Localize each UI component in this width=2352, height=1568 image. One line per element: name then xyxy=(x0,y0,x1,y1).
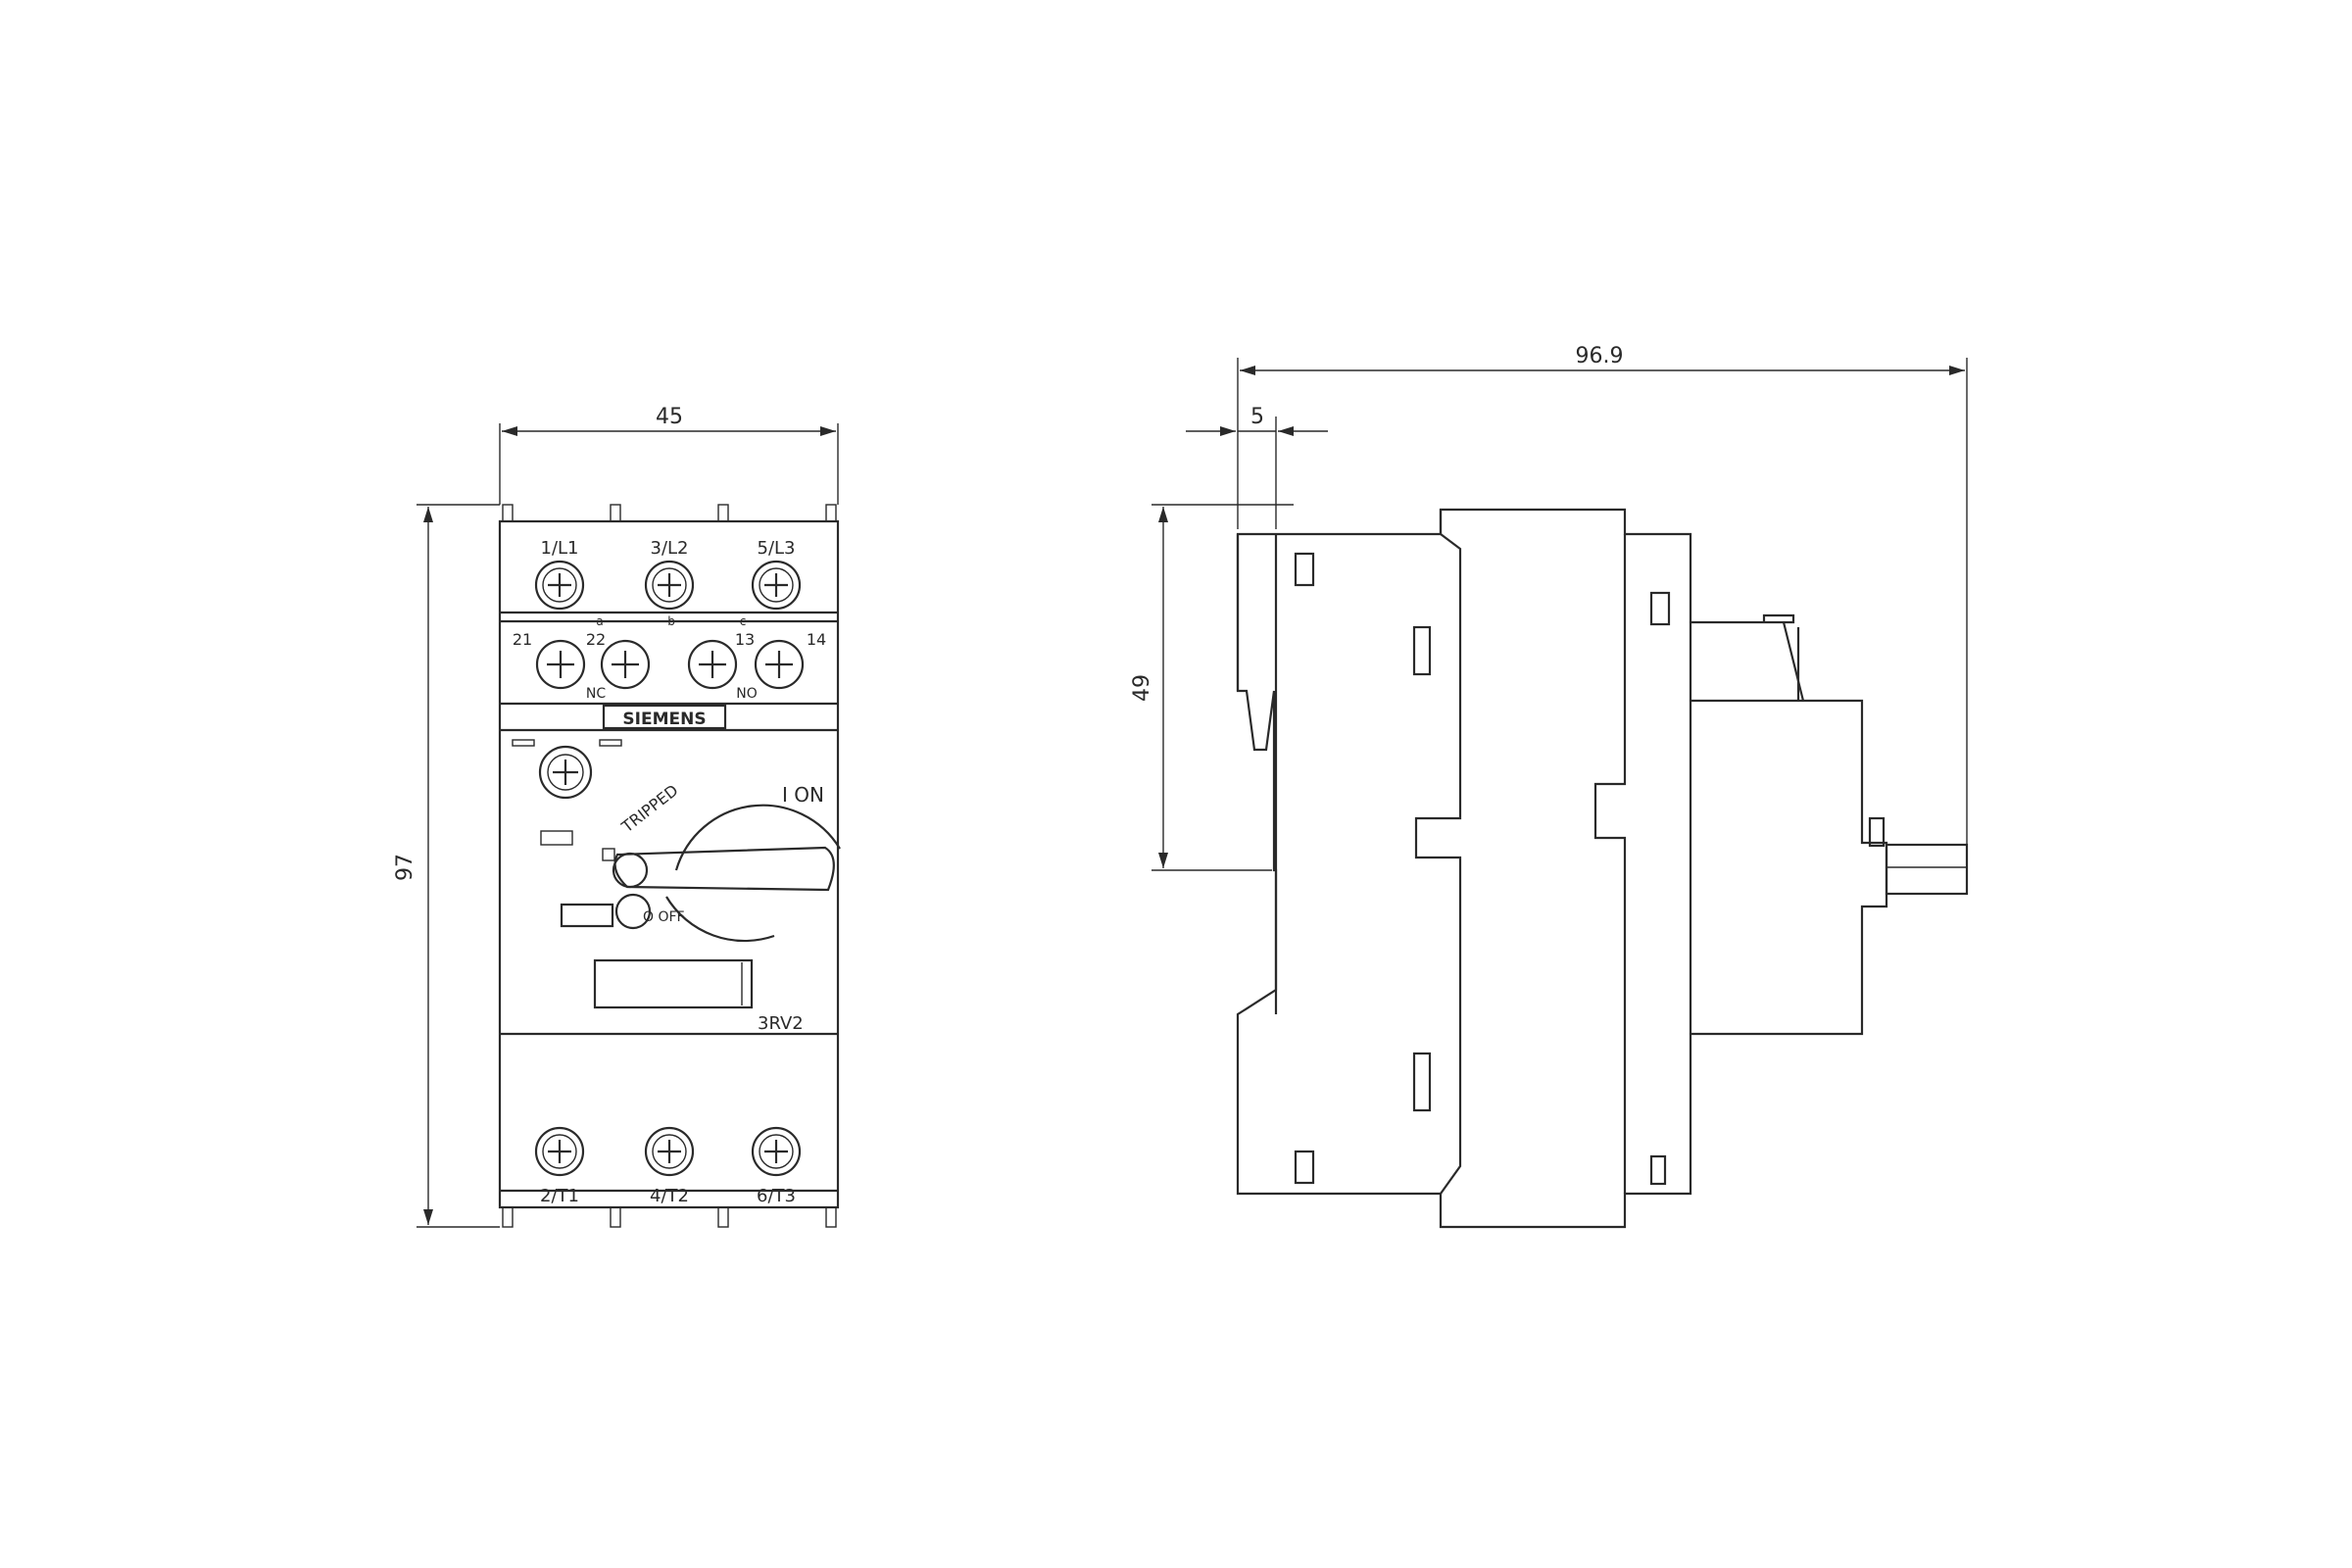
rear-knob xyxy=(1885,843,1969,896)
slot-3 xyxy=(1649,591,1671,626)
label-window xyxy=(593,958,754,1009)
dimension-label-offset: 5 xyxy=(1250,405,1264,429)
mid-block-outline xyxy=(1593,534,1627,1194)
aux-label-13: 13 xyxy=(735,630,755,649)
brand-label: SIEMENS xyxy=(622,710,706,729)
bottom-mounting-tabs xyxy=(502,1206,837,1228)
aux-group-nc: NC xyxy=(586,686,606,702)
tripped-label: TRIPPED xyxy=(617,781,682,837)
terminal-label-2-T1: 2/T1 xyxy=(540,1186,579,1206)
test-screw xyxy=(538,745,593,800)
side-view: 96.9 5 49 xyxy=(1130,344,1969,1229)
terminal-label-6-T3: 6/T3 xyxy=(757,1186,796,1206)
brand-plate: SIEMENS xyxy=(602,704,727,730)
bottom-terminal-screw-1 xyxy=(534,1126,585,1177)
pole-mark-b: b xyxy=(667,614,675,628)
top-terminal-screw-2 xyxy=(644,560,695,611)
dimension-offset-5: 5 xyxy=(1186,405,1328,529)
rear-link-top xyxy=(1782,621,1805,702)
indicator-mark-left xyxy=(512,739,535,747)
pole-mark-a: a xyxy=(596,614,603,628)
model-label: 3RV2 xyxy=(758,1013,804,1034)
slot-1 xyxy=(1294,552,1315,587)
slot-5 xyxy=(1294,1150,1315,1185)
off-indicator-window xyxy=(560,903,614,928)
dimension-depth-96-9: 96.9 xyxy=(1237,344,1968,862)
dimension-label-depth: 96.9 xyxy=(1576,344,1624,368)
top-mounting-tabs xyxy=(502,504,837,522)
slot-4 xyxy=(1412,1052,1432,1112)
bottom-terminal-screw-3 xyxy=(751,1126,802,1177)
rear-extension-outline xyxy=(1690,613,1888,1036)
off-circle-icon xyxy=(614,893,652,930)
dimension-height-49: 49 xyxy=(1130,504,1294,871)
aux-label-14: 14 xyxy=(807,630,826,649)
bottom-terminal-screw-2 xyxy=(644,1126,695,1177)
terminal-label-4-T2: 4/T2 xyxy=(650,1186,689,1206)
aux-group-no: NO xyxy=(736,686,758,702)
on-label: I ON xyxy=(782,783,824,807)
housing-outline xyxy=(498,519,840,1209)
status-window xyxy=(540,830,573,846)
aux-screw-13 xyxy=(687,639,738,690)
top-terminal-screw-3 xyxy=(751,560,802,611)
terminal-label-3-L2: 3/L2 xyxy=(651,538,689,559)
top-terminal-screw-1 xyxy=(534,560,585,611)
aux-label-22: 22 xyxy=(586,630,606,649)
front-block-outline xyxy=(1274,510,1462,1195)
pole-mark-c: c xyxy=(740,614,747,628)
indicator-mark-right xyxy=(599,739,622,747)
slot-2 xyxy=(1412,625,1432,676)
dimension-height-97: 97 xyxy=(393,504,500,1228)
terminal-label-1-L1: 1/L1 xyxy=(541,538,579,559)
base-mount-outline xyxy=(1236,508,1692,1229)
aux-label-21: 21 xyxy=(513,630,532,649)
dimension-label-height: 97 xyxy=(393,854,417,881)
rotary-handle[interactable] xyxy=(602,804,841,943)
aux-screw-22 xyxy=(600,639,651,690)
aux-screw-21 xyxy=(535,639,586,690)
dimension-label-side-height: 49 xyxy=(1130,674,1154,702)
front-view: 45 97 1/L1 xyxy=(393,405,841,1228)
aux-screw-14 xyxy=(754,639,805,690)
off-label: O OFF xyxy=(643,909,685,925)
slot-6 xyxy=(1649,1154,1667,1186)
dimension-label-width: 45 xyxy=(656,405,683,429)
dimension-width-45: 45 xyxy=(499,405,839,505)
rear-knob-cap xyxy=(1868,816,1886,848)
terminal-label-5-L3: 5/L3 xyxy=(758,538,796,559)
